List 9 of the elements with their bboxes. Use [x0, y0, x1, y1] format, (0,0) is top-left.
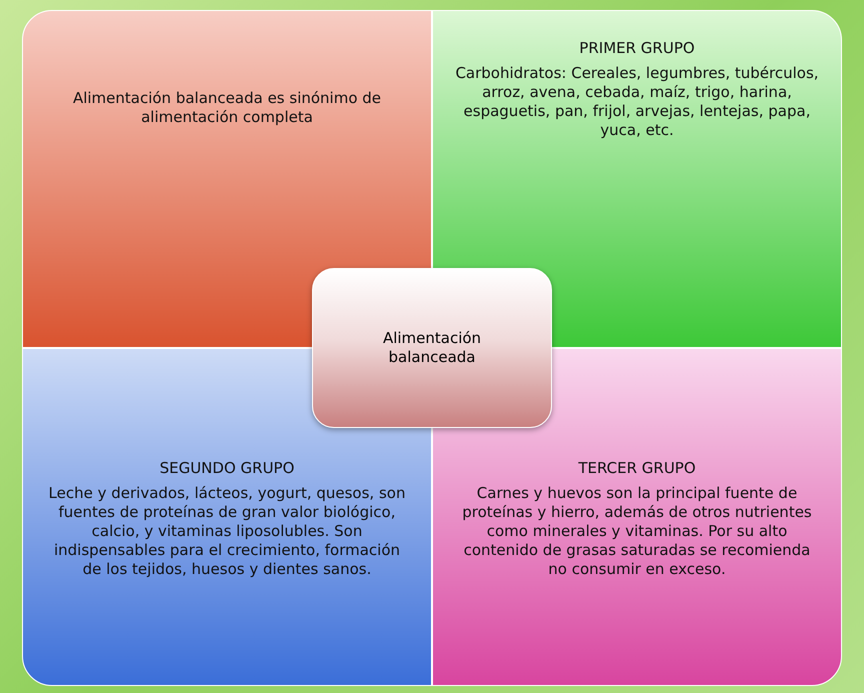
group-heading: PRIMER GRUPO — [579, 39, 695, 58]
body-text: Leche y derivados, lácteos, yogurt, quesos, son fuentes de proteínas de gran valor biológico, calcio, y vitaminas liposolubles. Son indispensables para el crecimiento, formación de los tejidos, huesos y dientes sanos. — [48, 484, 406, 579]
group-heading: TERCER GRUPO — [578, 459, 696, 478]
group-heading: SEGUNDO GRUPO — [160, 459, 294, 478]
body-text: Carnes y huevos son la principal fuente de proteínas y hierro, además de otros nutrientes como minerales y vitaminas. Por su alto contenido de grasas saturadas se recomienda no consumir en exceso. — [461, 484, 813, 579]
body-text: Alimentación balanceada es sinónimo de alimentación completa — [72, 89, 382, 127]
center-box — [312, 268, 552, 428]
body-text: Carbohidratos: Cereales, legumbres, tubérculos, arroz, avena, cebada, maíz, trigo, harina, espaguetis, pan, frijol, arvejas, lentejas, papa, yuca, etc. — [454, 64, 820, 140]
center-label: Alimentación balanceada — [382, 329, 482, 367]
